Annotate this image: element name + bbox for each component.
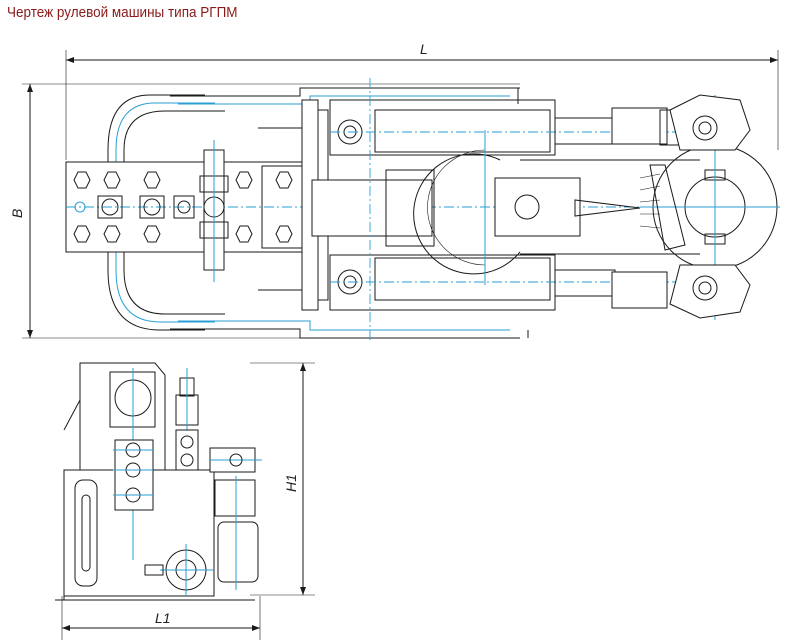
dimension-l: L: [65, 41, 779, 160]
dimension-label-l1: L1: [155, 610, 171, 626]
drawing-title: Чертеж рулевой машины типа РГПМ: [7, 4, 238, 21]
dimension-label-b: B: [9, 209, 25, 218]
side-view: H1 L1: [55, 362, 315, 640]
dimension-label-l: L: [420, 41, 428, 57]
dimension-label-h1: H1: [283, 474, 299, 492]
top-view: [65, 78, 780, 340]
valve-bolts: [73, 171, 293, 243]
